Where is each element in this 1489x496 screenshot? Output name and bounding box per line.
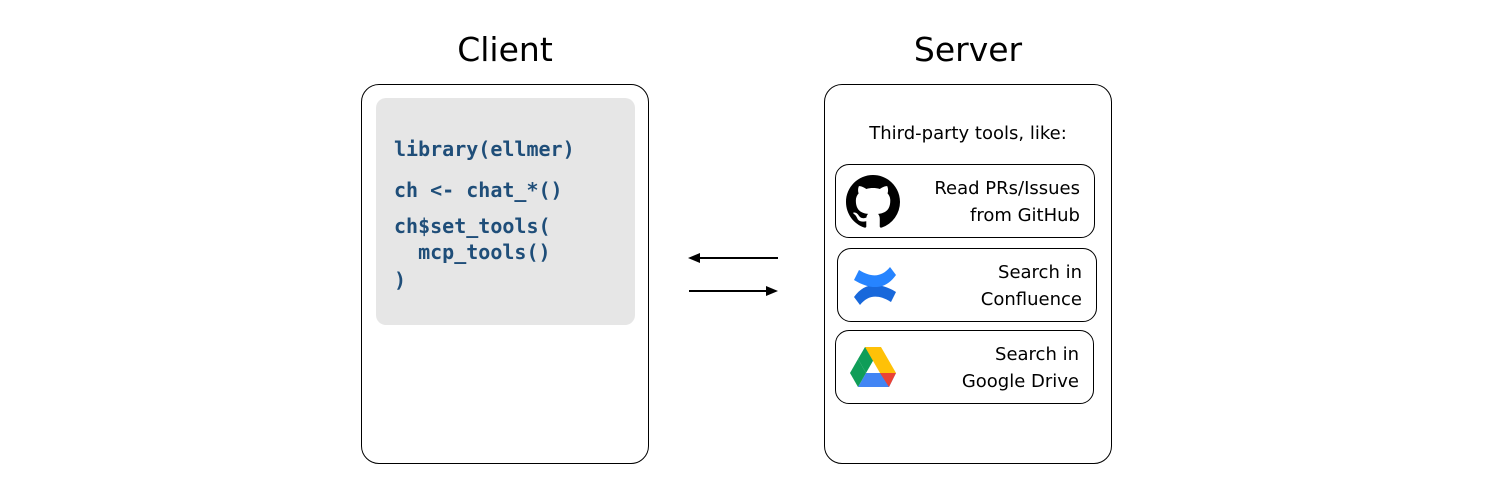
arrow-to-client xyxy=(688,253,778,263)
tool-card-google-drive: Search in Google Drive xyxy=(835,330,1094,404)
tool-line: Read PRs/Issues xyxy=(934,178,1080,199)
tool-description-confluence: Search in Confluence xyxy=(902,259,1082,313)
tool-line: Confluence xyxy=(980,289,1082,310)
code-line-library: library(ellmer) xyxy=(394,137,575,161)
code-line-chat: ch <- chat_*() xyxy=(394,178,563,202)
code-line-set-tools: ch$set_tools( xyxy=(394,214,551,238)
request-response-arrows xyxy=(688,253,778,296)
tool-description-google-drive: Search in Google Drive xyxy=(899,341,1079,395)
confluence-icon xyxy=(854,267,896,305)
tool-line: Search in xyxy=(995,344,1079,365)
google-drive-icon xyxy=(850,347,896,387)
client-heading: Client xyxy=(457,30,553,69)
code-line-mcp-tools: mcp_tools() xyxy=(394,240,551,264)
server-heading: Server xyxy=(913,30,1023,69)
tool-line: Google Drive xyxy=(961,371,1079,392)
tool-line: Search in xyxy=(998,262,1082,283)
code-line-close-paren: ) xyxy=(394,268,407,292)
arrow-to-server xyxy=(689,286,778,296)
code-block xyxy=(376,98,635,325)
tools-intro: Third-party tools, like: xyxy=(869,123,1067,144)
tool-line: from GitHub xyxy=(970,205,1080,226)
tool-card-confluence: Search in Confluence xyxy=(837,248,1097,322)
tool-description-github: Read PRs/Issues from GitHub xyxy=(900,175,1080,229)
tool-card-github: Read PRs/Issues from GitHub xyxy=(835,164,1095,238)
github-icon xyxy=(846,175,900,228)
